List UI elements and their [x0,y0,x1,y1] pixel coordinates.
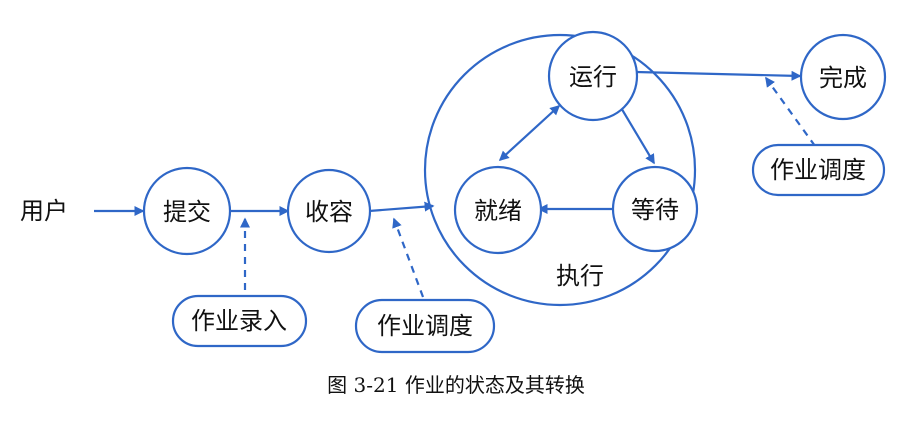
user-label: 用户 [20,197,68,225]
complete-label: 完成 [819,64,867,92]
job-scheduling-tag-left [354,298,496,354]
complete-node [799,33,887,121]
execution-region-circle [423,33,697,307]
submit-node [142,166,232,256]
running-label: 运行 [569,63,617,91]
figure-caption: 图 3-21 作业的状态及其转换 [327,373,585,397]
job-scheduling-tag-right [751,143,886,197]
running-to-complete-arrow [635,70,802,81]
job-entry-label: 作业录入 [191,307,287,335]
job-scheduling-label-right: 作业调度 [770,156,866,184]
running-to-waiting-arrow [619,105,655,165]
ready-node [453,165,543,255]
admit-node [286,168,372,254]
waiting-node [611,165,699,253]
execute-label: 执行 [556,262,604,290]
admit-label: 收容 [305,198,353,226]
running-node [547,30,639,122]
admit-scheduling-dashed-arrow [392,217,425,298]
job-scheduling-label-left: 作业调度 [377,312,473,340]
waiting-label: 等待 [631,196,679,224]
submit-label: 提交 [163,198,211,226]
job-entry-tag [171,294,308,348]
running-ready-bidirectional-arrow [498,104,561,162]
completion-scheduling-dashed-arrow [765,76,816,147]
ready-label: 就绪 [474,197,522,225]
admit-to-execution-arrow [368,201,435,213]
